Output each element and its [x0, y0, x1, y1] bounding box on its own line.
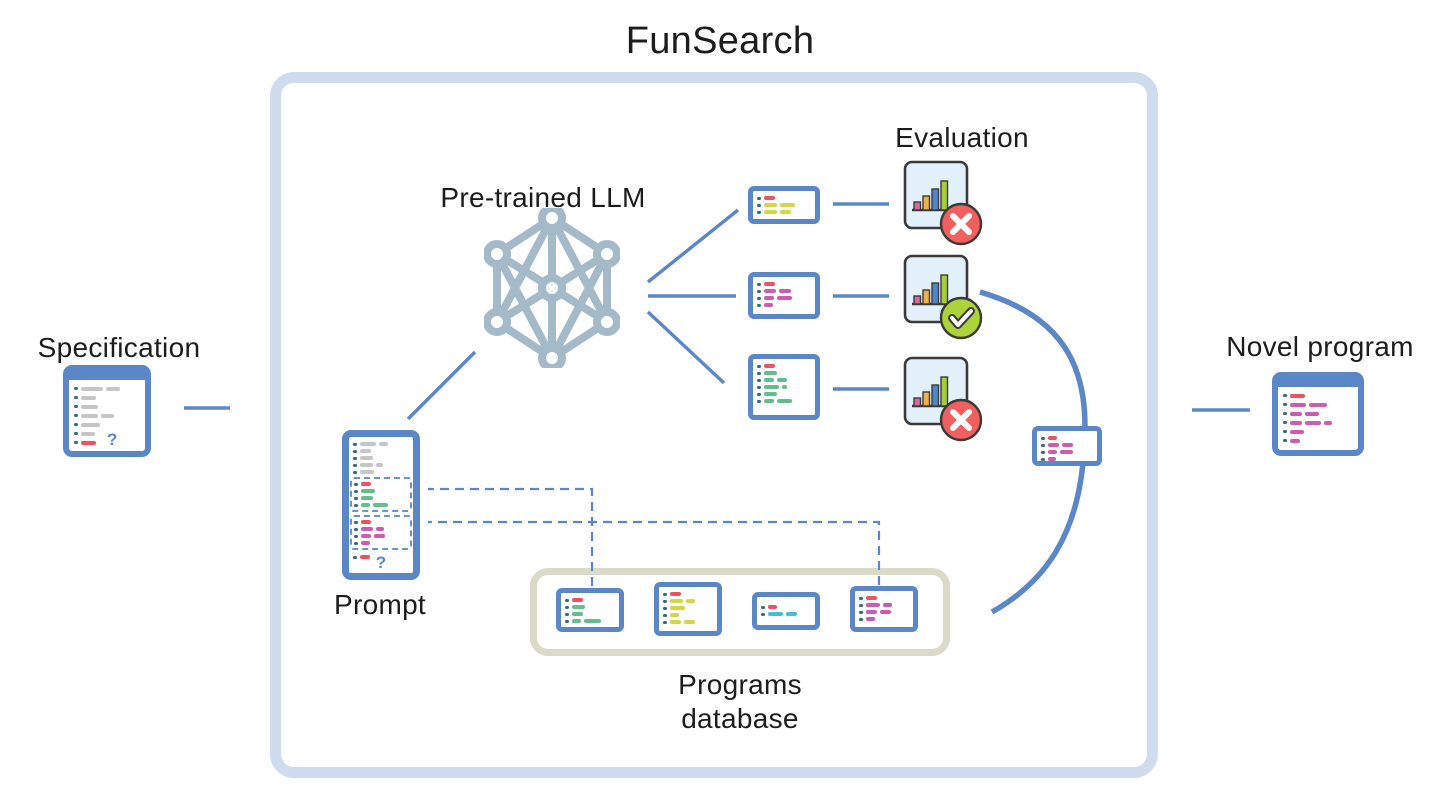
evaluation-label: Evaluation [895, 122, 1029, 153]
database-program-3 [752, 592, 820, 630]
selected-program-lines [1037, 431, 1097, 466]
prompt-question-mark: ? [375, 553, 387, 572]
evaluation-chart-doc-icon [903, 160, 983, 246]
programs-database-label: Programs database [620, 668, 860, 736]
generated-program-3 [748, 354, 820, 420]
prompt-sampled-program-1-box [350, 477, 412, 512]
specification-question-mark: ? [107, 430, 118, 449]
generated-program-3-lines [753, 359, 815, 408]
diagram-title: FunSearch [625, 20, 815, 62]
database-program-2 [654, 582, 722, 636]
prompt-green-program-lines [354, 482, 408, 507]
evaluation-chart-doc-icon [903, 254, 983, 340]
generated-program-2 [748, 272, 820, 319]
database-program-1 [556, 588, 624, 632]
evaluation-result-3 [903, 356, 987, 448]
specification-label: Specification [37, 332, 201, 363]
specification-code-lines [69, 380, 145, 451]
evaluation-result-2 [903, 254, 987, 346]
database-program-3-lines [757, 597, 815, 621]
prompt-label: Prompt [333, 589, 427, 620]
prompt-doc-icon: ? [342, 430, 420, 580]
novel-program-code-lines [1278, 387, 1358, 449]
prompt-tail-lines [349, 553, 413, 564]
pass-badge-icon [939, 296, 983, 340]
fail-badge-icon [939, 398, 983, 442]
fail-badge-icon [939, 202, 983, 246]
novel-program-label: Novel program [1226, 331, 1414, 362]
selected-program-snippet [1032, 426, 1102, 466]
evaluation-chart-doc-icon [903, 356, 983, 442]
generated-program-1 [748, 186, 820, 224]
evaluation-result-1 [903, 160, 987, 252]
database-program-1-lines [561, 593, 619, 628]
novel-program-doc-icon [1272, 372, 1364, 456]
prompt-sampled-program-2-box [350, 515, 412, 550]
generated-program-2-lines [753, 277, 815, 312]
neural-network-icon [484, 208, 620, 368]
programs-database-label-line2: database [681, 703, 799, 734]
specification-doc-icon: ? [63, 365, 151, 457]
programs-database-label-line1: Programs [678, 669, 802, 700]
database-program-2-lines [659, 587, 717, 629]
prompt-pink-program-lines [354, 520, 408, 545]
prompt-context-lines [349, 437, 413, 474]
database-program-4-lines [855, 591, 913, 626]
generated-program-1-lines [753, 191, 815, 219]
database-program-4 [850, 586, 918, 632]
